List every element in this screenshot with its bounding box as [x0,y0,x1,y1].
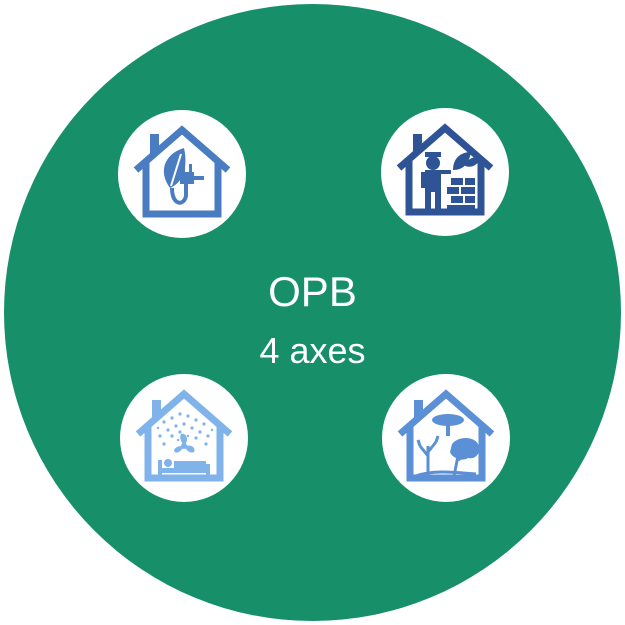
diagram-title: OPB [268,268,357,315]
house-bed-fan-particles-icon [135,389,233,482]
house-worker-bricks-icon [396,123,494,216]
house-trees-icon [397,389,495,482]
axis-badge-worker [381,108,509,236]
house-leaf-plug-icon [133,125,231,218]
axis-badge-air [120,374,248,502]
background-circle [4,4,621,621]
diagram-subtitle: 4 axes [259,330,366,371]
axis-badge-nature [382,374,510,502]
axis-badge-energy [118,110,246,238]
